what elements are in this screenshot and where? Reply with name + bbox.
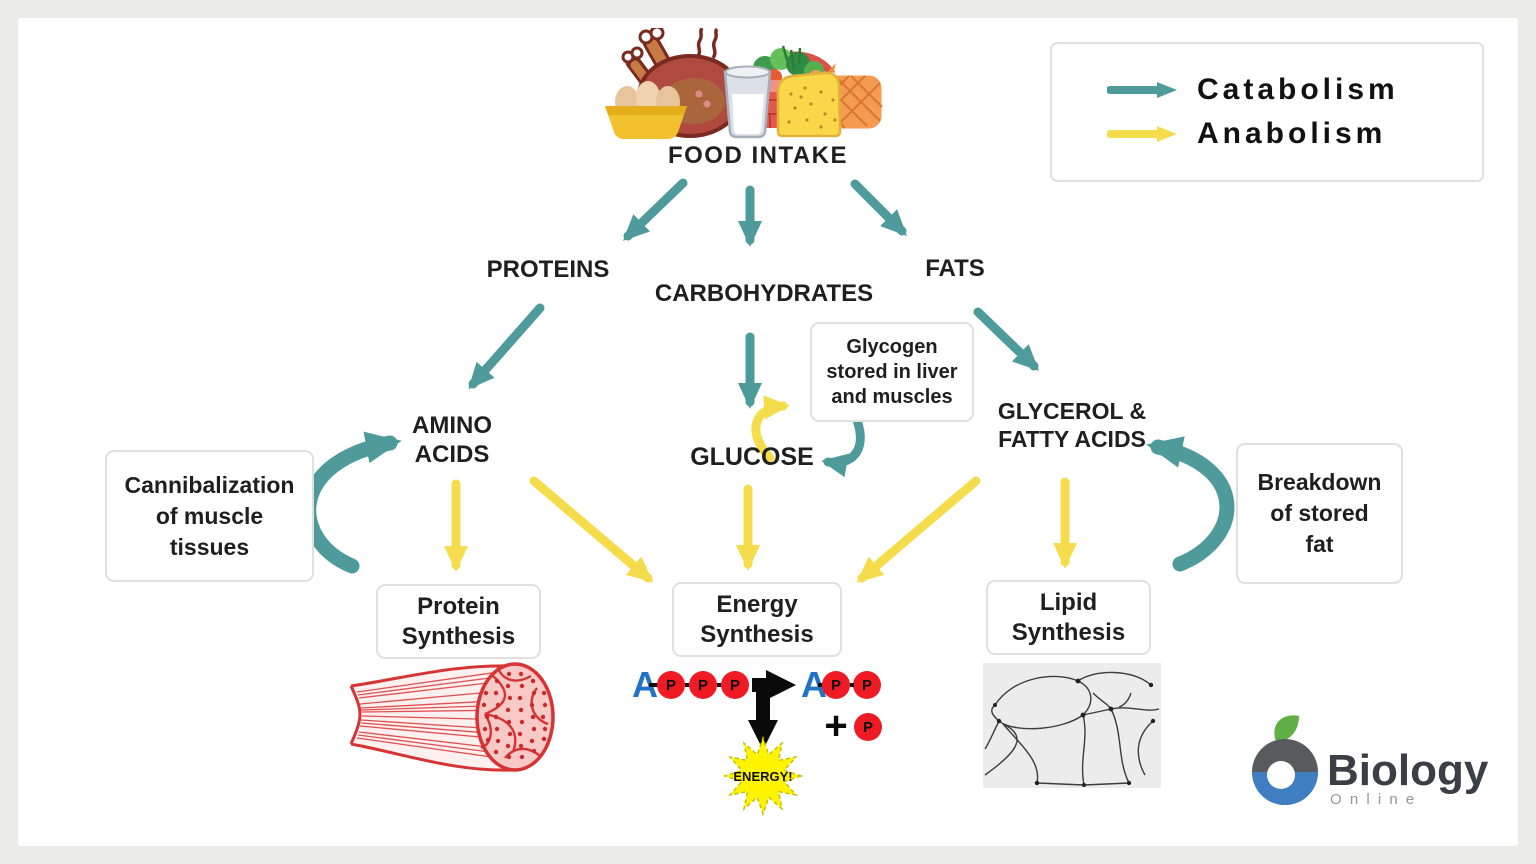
reaction-arrow [748, 670, 796, 750]
steam-icon [711, 28, 719, 60]
phosphate-p: P [831, 677, 841, 694]
glycogen-line2: stored in liver [826, 360, 958, 383]
phosphate-p: P [666, 677, 676, 694]
logo-mark-icon [1252, 715, 1318, 805]
milk-glass [723, 65, 772, 139]
bread-slice [776, 71, 842, 138]
glycogen-line3: and muscles [831, 385, 953, 408]
glycerol-line2: FATTY ACIDS [998, 426, 1146, 452]
micrograph-background [983, 663, 1161, 788]
carbohydrates-label: CARBOHYDRATES [654, 280, 874, 307]
muscle-fascicle-dots [481, 671, 548, 760]
food-intake-label: FOOD INTAKE [667, 142, 849, 169]
phosphate-p: P [730, 677, 740, 694]
legend-anabolism-label: Anabolism [1197, 117, 1387, 150]
muscle-tissue-illustration [349, 662, 555, 772]
legend-box: Catabolism Anabolism [1050, 42, 1484, 182]
fat-tissue-micrograph [983, 663, 1161, 788]
amino-acids-line2: ACIDS [414, 441, 490, 468]
amino-acids-line1: AMINO [412, 412, 492, 439]
plus-sign: + [824, 704, 847, 748]
proteins-label: PROTEINS [486, 256, 610, 283]
energy-burst-label: ENERGY! [733, 769, 792, 784]
breakdown-line2: of stored [1270, 500, 1369, 526]
legend-row-catabolism: Catabolism [1107, 73, 1467, 107]
glycerol-line1: GLYCEROL & [997, 398, 1147, 424]
energy-synthesis-box: Energy Synthesis [672, 582, 842, 657]
protein-synthesis-line1: Protein [417, 592, 500, 620]
fascicle-borders [480, 664, 549, 759]
energy-synthesis-line2: Synthesis [700, 620, 814, 648]
steam-icon [696, 28, 704, 57]
amino-acids-label: AMINO ACIDS [362, 411, 542, 469]
phosphate-p: P [862, 677, 872, 694]
legend-row-anabolism: Anabolism [1107, 117, 1467, 151]
cannibalization-line1: Cannibalization [124, 471, 295, 498]
adp-molecule: A P P + P [801, 664, 882, 748]
cannibalization-line2: of muscle [155, 502, 264, 529]
legend-catabolism-label: Catabolism [1197, 73, 1399, 106]
atp-molecule: A P P P [632, 664, 749, 705]
phosphate-p: P [863, 719, 873, 736]
energy-synthesis-line1: Energy [716, 590, 798, 618]
glycerol-fatty-acids-label: GLYCEROL & FATTY ACIDS [957, 397, 1187, 453]
logo-subtitle: O n l i n e [1330, 791, 1416, 808]
atp-energy-diagram: A P P P A P P + P [632, 664, 882, 817]
phosphate-p: P [698, 677, 708, 694]
glucose-label: GLUCOSE [690, 443, 814, 471]
cannibalization-note-box: Cannibalization of muscle tissues [105, 450, 314, 582]
cannibalization-line3: tissues [169, 533, 250, 560]
breakdown-line1: Breakdown [1257, 469, 1382, 495]
energy-burst: ENERGY! [722, 735, 804, 817]
fats-label: FATS [925, 255, 985, 282]
protein-synthesis-box: Protein Synthesis [376, 584, 541, 659]
logo-wordmark: Biology [1327, 746, 1488, 795]
cell-junctions [993, 678, 1156, 787]
anabolism-arrow-icon [1107, 126, 1177, 142]
glycogen-line1: Glycogen [846, 335, 938, 358]
food-intake-illustration [605, 28, 885, 139]
biology-online-logo: Biology O n l i n e [1252, 715, 1488, 808]
lipid-synthesis-line1: Lipid [1039, 588, 1098, 616]
breakdown-line3: fat [1305, 531, 1334, 557]
breakdown-note-box: Breakdown of stored fat [1236, 443, 1403, 584]
lipid-synthesis-box: Lipid Synthesis [986, 580, 1151, 655]
lipid-synthesis-line2: Synthesis [1011, 618, 1126, 646]
muscle-outline [349, 664, 514, 772]
glycogen-note-box: Glycogen stored in liver and muscles [810, 322, 974, 422]
catabolism-arrow-icon [1107, 82, 1177, 98]
protein-synthesis-line2: Synthesis [401, 622, 516, 650]
egg-tray [605, 81, 687, 139]
